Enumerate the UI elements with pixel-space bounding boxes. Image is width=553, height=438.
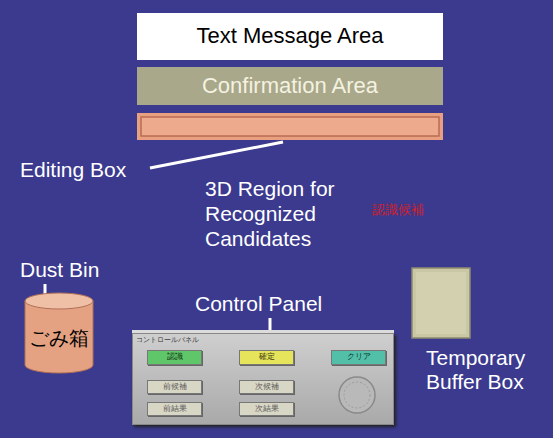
callout-label: Editing Box: [20, 158, 160, 182]
button: クリア: [331, 350, 386, 365]
node-label: 認識: [167, 353, 183, 362]
callout-label: Temporary Buffer Box: [426, 346, 546, 394]
node-label: 確定: [259, 353, 275, 362]
button: 確定: [239, 350, 294, 365]
button: 前結果: [147, 402, 202, 416]
editing-box-inner: [141, 117, 439, 136]
node-label: クリア: [347, 353, 371, 362]
button: 次結果: [239, 402, 294, 416]
node-label: ごみ箱: [29, 327, 89, 349]
dial-knob: [337, 375, 377, 415]
panel-title: コントロールパネル: [136, 336, 199, 344]
node-label: Text Message Area: [196, 24, 383, 48]
text-message-area: Text Message Area: [137, 13, 443, 60]
node-label: 前候補: [163, 383, 187, 392]
candidate-text: 認識候補: [372, 203, 452, 218]
buffer-box-face: [416, 272, 466, 334]
callout-label: Dust Bin: [20, 258, 130, 282]
node-label: 前結果: [163, 405, 187, 414]
leader-line: [150, 142, 283, 168]
node-label: 次候補: [255, 383, 279, 392]
node-label: Confirmation Area: [202, 74, 378, 98]
button: 認識: [147, 350, 202, 365]
button: 次候補: [239, 380, 294, 394]
callout-label: 3D Region for Recognized Candidates: [205, 176, 370, 252]
callout-label: Control Panel: [195, 292, 355, 316]
editing-box: [137, 113, 443, 140]
node-label: 次結果: [255, 405, 279, 414]
buffer-box: [412, 268, 470, 338]
button: 前候補: [147, 380, 202, 394]
dust-bin: ごみ箱: [24, 292, 94, 374]
confirmation-area: Confirmation Area: [137, 67, 443, 105]
